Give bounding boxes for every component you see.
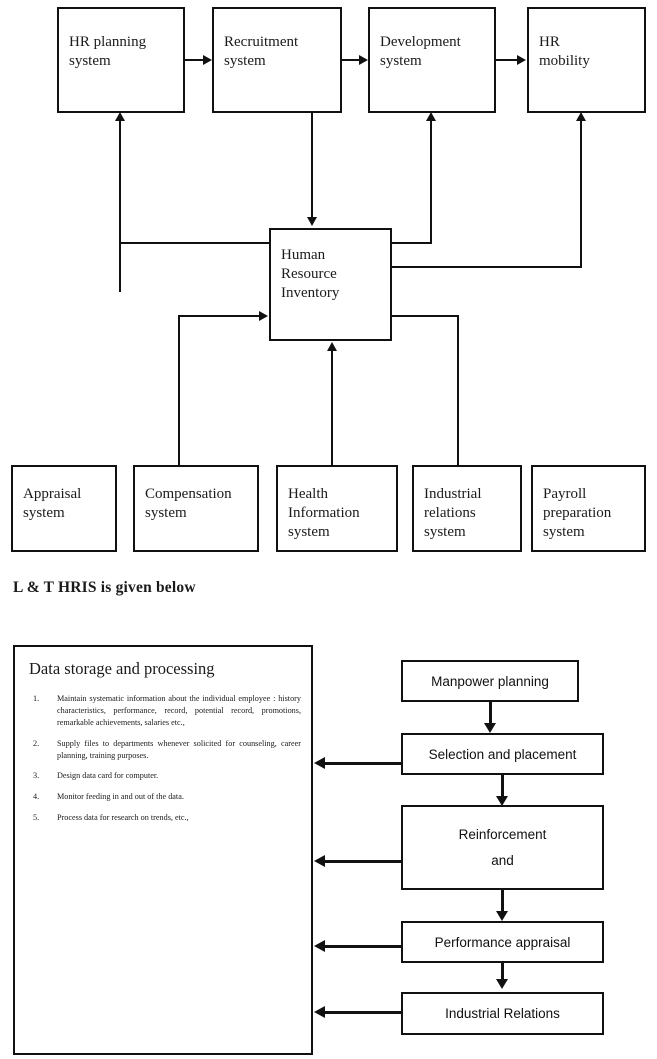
node-compensation-system[interactable]: Compensation system	[133, 465, 259, 552]
arrowhead-left	[314, 1006, 325, 1018]
node-industrial-relations-system[interactable]: Industrial relations system	[412, 465, 522, 552]
list-item-text: Monitor feeding in and out of the data.	[57, 792, 184, 802]
arrowhead-right	[259, 311, 268, 321]
connector-hri-to-planning-vertical	[119, 120, 121, 292]
node-health-information-system[interactable]: Health Information system	[276, 465, 398, 552]
arrowhead-down	[496, 911, 508, 921]
node-label: Health Information system	[288, 486, 360, 541]
list-item: 2. Supply files to departments whenever …	[27, 738, 301, 762]
arrowhead-right	[203, 55, 212, 65]
connector-health-information-vertical	[331, 350, 333, 466]
node-human-resource-inventory[interactable]: Human Resource Inventory	[269, 228, 392, 341]
node-performance-appraisal[interactable]: Performance appraisal	[401, 921, 604, 963]
node-label: Industrial Relations	[445, 1006, 560, 1021]
list-item-text: Design data card for computer.	[57, 771, 159, 781]
connector-performance-to-industrial	[501, 963, 504, 983]
node-label: HR mobility	[539, 34, 590, 70]
node-recruitment-system[interactable]: Recruitment system	[212, 7, 342, 113]
list-item-number: 3.	[33, 771, 40, 781]
list-item: 1. Maintain systematic information about…	[27, 693, 301, 729]
connector-compensation-horizontal	[178, 315, 260, 317]
connector-reinforcement-to-performance	[501, 890, 504, 915]
node-label-line-2: and	[491, 853, 514, 869]
node-label: Recruitment system	[224, 34, 299, 70]
connector-recruitment-to-development	[342, 59, 360, 61]
list-item: 5. Process data for research on trends, …	[27, 812, 301, 824]
node-label: Selection and placement	[428, 746, 577, 762]
connector-recruitment-to-hri-vertical	[311, 113, 313, 219]
list-item-number: 2.	[33, 738, 40, 748]
node-manpower-planning[interactable]: Manpower planning	[401, 660, 579, 702]
arrowhead-down	[484, 723, 496, 733]
node-industrial-relations[interactable]: Industrial Relations	[401, 992, 604, 1035]
arrowhead-up	[115, 112, 125, 121]
node-hr-mobility[interactable]: HR mobility	[527, 7, 646, 113]
list-item: 3. Design data card for computer.	[27, 770, 301, 782]
section-caption: L & T HRIS is given below	[13, 579, 196, 596]
list-item-text: Supply files to departments whenever sol…	[57, 738, 301, 760]
arrowhead-left	[314, 757, 325, 769]
feedback-industrial-to-panel	[325, 1011, 403, 1014]
arrowhead-up	[576, 112, 586, 121]
node-label: Compensation system	[145, 486, 232, 522]
arrowhead-down	[496, 979, 508, 989]
node-label: Appraisal system	[23, 486, 82, 522]
arrowhead-up	[327, 342, 337, 351]
connector-planning-to-recruitment	[185, 59, 204, 61]
node-label: Payroll preparation system	[543, 486, 612, 541]
connector-hri-to-mobility-vertical	[580, 120, 582, 268]
connector-selection-to-reinforcement	[501, 775, 504, 800]
arrowhead-down	[307, 217, 317, 226]
node-label-line-1: Reinforcement	[458, 826, 547, 842]
node-label: Manpower planning	[431, 673, 549, 689]
list-item-text: Process data for research on trends, etc…	[57, 813, 189, 823]
panel-title: Data storage and processing	[29, 659, 215, 678]
list-item: 4. Monitor feeding in and out of the dat…	[27, 791, 301, 803]
node-development-system[interactable]: Development system	[368, 7, 496, 113]
feedback-reinforcement-to-panel	[325, 860, 403, 863]
arrowhead-down	[496, 796, 508, 806]
connector-hri-to-development-vertical	[430, 120, 432, 244]
list-item-number: 1.	[33, 694, 40, 703]
arrowhead-up	[426, 112, 436, 121]
node-appraisal-system[interactable]: Appraisal system	[11, 465, 117, 552]
node-label: Human Resource Inventory	[281, 247, 340, 302]
connector-manpower-to-selection	[489, 702, 492, 727]
connector-hri-to-planning-horizontal	[119, 242, 270, 244]
node-reinforcement-and[interactable]: Reinforcement and	[401, 805, 604, 890]
connector-industrial-relations-horizontal	[391, 315, 459, 317]
list-item-number: 5.	[33, 813, 40, 823]
node-hr-planning-system[interactable]: HR planning system	[57, 7, 185, 113]
connector-hri-to-mobility-horizontal	[391, 266, 582, 268]
panel-list: 1. Maintain systematic information about…	[27, 693, 301, 833]
arrowhead-left	[314, 940, 325, 952]
connector-industrial-relations-vertical	[457, 315, 459, 466]
connector-compensation-vertical	[178, 315, 180, 466]
arrowhead-left	[314, 855, 325, 867]
list-item-text: Maintain systematic information about th…	[57, 694, 301, 727]
node-selection-and-placement[interactable]: Selection and placement	[401, 733, 604, 775]
node-payroll-preparation-system[interactable]: Payroll preparation system	[531, 465, 646, 552]
list-item-number: 4.	[33, 792, 40, 802]
feedback-performance-to-panel	[325, 945, 403, 948]
node-label: Industrial relations system	[424, 486, 482, 541]
connector-hri-to-development-horizontal	[391, 242, 432, 244]
arrowhead-right	[517, 55, 526, 65]
node-label: HR planning system	[69, 34, 147, 70]
arrowhead-right	[359, 55, 368, 65]
feedback-selection-to-panel	[325, 762, 403, 765]
data-storage-panel: Data storage and processing 1. Maintain …	[13, 645, 313, 1055]
node-label: Performance appraisal	[434, 934, 571, 950]
connector-development-to-mobility	[496, 59, 518, 61]
node-label: Development system	[380, 34, 461, 70]
